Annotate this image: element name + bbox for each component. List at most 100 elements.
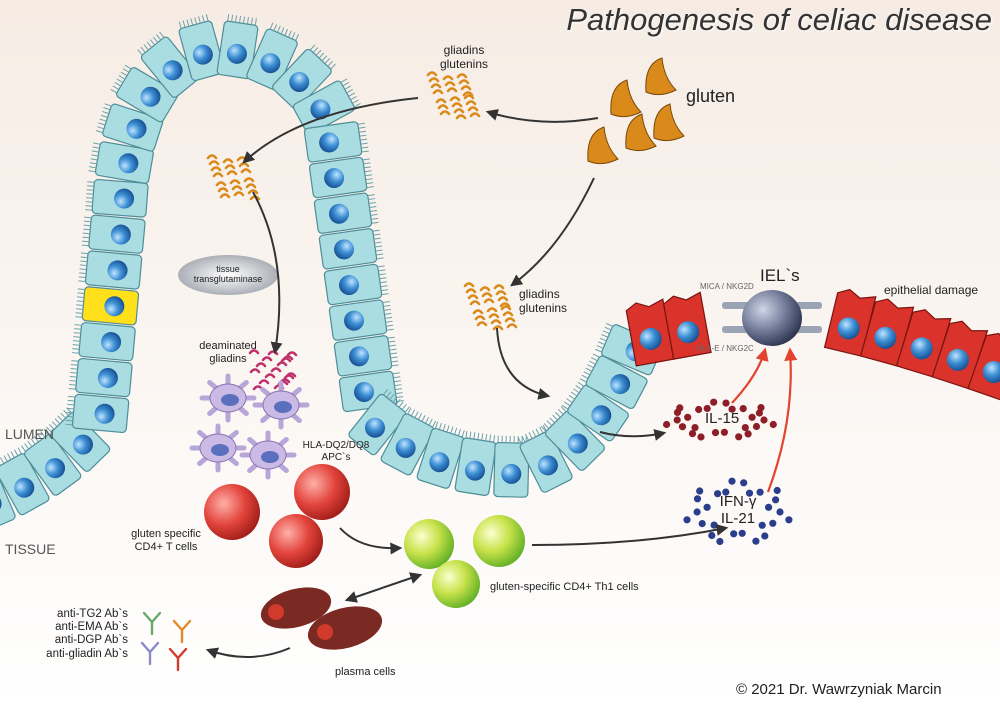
ifn-dot xyxy=(703,503,711,511)
il15-dot xyxy=(748,413,756,421)
nucleus xyxy=(910,337,933,360)
label-epithelial-damage: epithelial damage xyxy=(884,283,979,297)
gliadin-peptide xyxy=(495,290,507,296)
gliadin-peptide xyxy=(264,373,276,379)
epithelial-cell xyxy=(78,250,143,290)
nucleus xyxy=(14,477,35,498)
nucleus xyxy=(192,44,213,65)
epithelial-cell xyxy=(0,447,50,516)
epithelial-cell xyxy=(380,407,437,476)
label-cd4-t-cells: gluten specific CD4+ T cells xyxy=(131,528,201,553)
il15-dot xyxy=(663,420,671,429)
damaged-cell xyxy=(823,288,877,357)
gliadin-peptide xyxy=(229,179,241,185)
epithelial-cell xyxy=(71,322,136,362)
label-th1-cells: gluten-specific CD4+ Th1 cells xyxy=(490,581,639,593)
gliadin-peptide xyxy=(462,91,474,97)
nucleus xyxy=(114,188,135,209)
epithelial-cell xyxy=(178,14,226,82)
gluten-piece xyxy=(653,103,685,142)
gluten-molecules xyxy=(587,57,685,165)
gliadin-peptide xyxy=(493,284,505,290)
nucleus xyxy=(310,99,331,120)
il15-dot xyxy=(744,430,752,438)
ifn-dot xyxy=(714,490,722,498)
arrow-plasma-to-antibodies xyxy=(205,647,291,659)
epithelial-cell xyxy=(137,31,200,98)
gliadin-peptide xyxy=(243,177,255,183)
il15-dot xyxy=(752,422,761,431)
gliadin-peptide xyxy=(430,83,442,89)
gliadin-peptide xyxy=(432,89,444,95)
nucleus xyxy=(874,326,897,349)
gliadin-peptide xyxy=(208,160,220,166)
ifn-dot xyxy=(693,508,701,516)
epithelial-cell xyxy=(20,428,82,496)
label-ifn-il21: IFN-γ IL-21 xyxy=(719,493,757,528)
apc-cell xyxy=(189,423,247,473)
il15-dot xyxy=(695,405,703,414)
gliadin-peptide xyxy=(247,189,259,195)
arrow-gliadins-to-epithelium xyxy=(496,327,551,400)
nucleus xyxy=(982,361,1000,384)
nucleus xyxy=(567,433,588,454)
ifn-dot xyxy=(696,487,704,495)
gliadin-peptide xyxy=(444,81,456,87)
epithelial-cell xyxy=(68,357,133,398)
ifn-dot xyxy=(728,477,736,485)
nucleus xyxy=(260,53,281,74)
nucleus xyxy=(319,132,340,153)
gliadin-peptide xyxy=(504,317,516,323)
epithelial-cell xyxy=(0,469,16,531)
arrow-th1-plasma xyxy=(344,572,423,603)
villus-epithelium xyxy=(0,14,663,531)
nucleus xyxy=(429,452,450,473)
damaged-cell xyxy=(967,332,1000,402)
label-hla-e-nkg2c: HLA-E / NKG2C xyxy=(696,344,754,353)
nucleus xyxy=(837,317,860,340)
ifn-dot xyxy=(772,496,780,504)
nucleus xyxy=(349,346,370,367)
epithelial-cell xyxy=(292,78,361,135)
nucleus xyxy=(94,403,115,424)
gliadin-peptide xyxy=(474,315,486,321)
il15-dot xyxy=(703,404,711,413)
nucleus xyxy=(140,86,161,107)
il15-dot xyxy=(684,413,692,421)
gliadin-peptide xyxy=(210,166,222,172)
gliadin-peptide xyxy=(463,282,475,288)
epithelial-cell xyxy=(88,141,154,184)
ifn-dot xyxy=(683,516,691,524)
ifn-dot xyxy=(769,519,777,527)
gliadin-peptide xyxy=(437,104,449,110)
ifn-dot xyxy=(745,489,754,497)
gliadin-peptide xyxy=(469,112,481,118)
nucleus xyxy=(107,260,128,281)
il15-dot xyxy=(697,433,705,441)
label-gliadins-mid: gliadins glutenins xyxy=(519,287,568,315)
nucleus xyxy=(639,327,662,350)
label-deaminated-gliadins: deaminated gliadins xyxy=(199,340,257,365)
il15-dot xyxy=(755,409,764,417)
antibody-icon xyxy=(168,647,188,672)
il15-dot xyxy=(722,399,730,407)
gliadin-peptide xyxy=(488,313,500,319)
epithelial-cell xyxy=(81,214,146,254)
nucleus xyxy=(365,417,386,438)
gliadin-peptide xyxy=(231,185,243,191)
gliadin-peptide xyxy=(455,114,467,120)
gliadin-peptide xyxy=(270,367,282,373)
gliadin-peptide xyxy=(219,193,231,199)
gliadin-peptide xyxy=(426,71,438,77)
apc-cell xyxy=(252,380,310,430)
gliadin-peptide xyxy=(497,296,509,302)
ifn-dot xyxy=(698,520,706,528)
gliadin-peptide-clusters xyxy=(206,71,518,391)
label-hla-apc: HLA-DQ2/DQ8 APC`s xyxy=(302,440,370,463)
nucleus xyxy=(329,203,350,224)
il15-cytokines xyxy=(663,398,777,441)
il15-dot xyxy=(769,420,777,429)
ifn-il21-cytokines xyxy=(683,477,793,546)
nucleus xyxy=(464,460,485,481)
gliadin-peptide xyxy=(449,96,461,102)
